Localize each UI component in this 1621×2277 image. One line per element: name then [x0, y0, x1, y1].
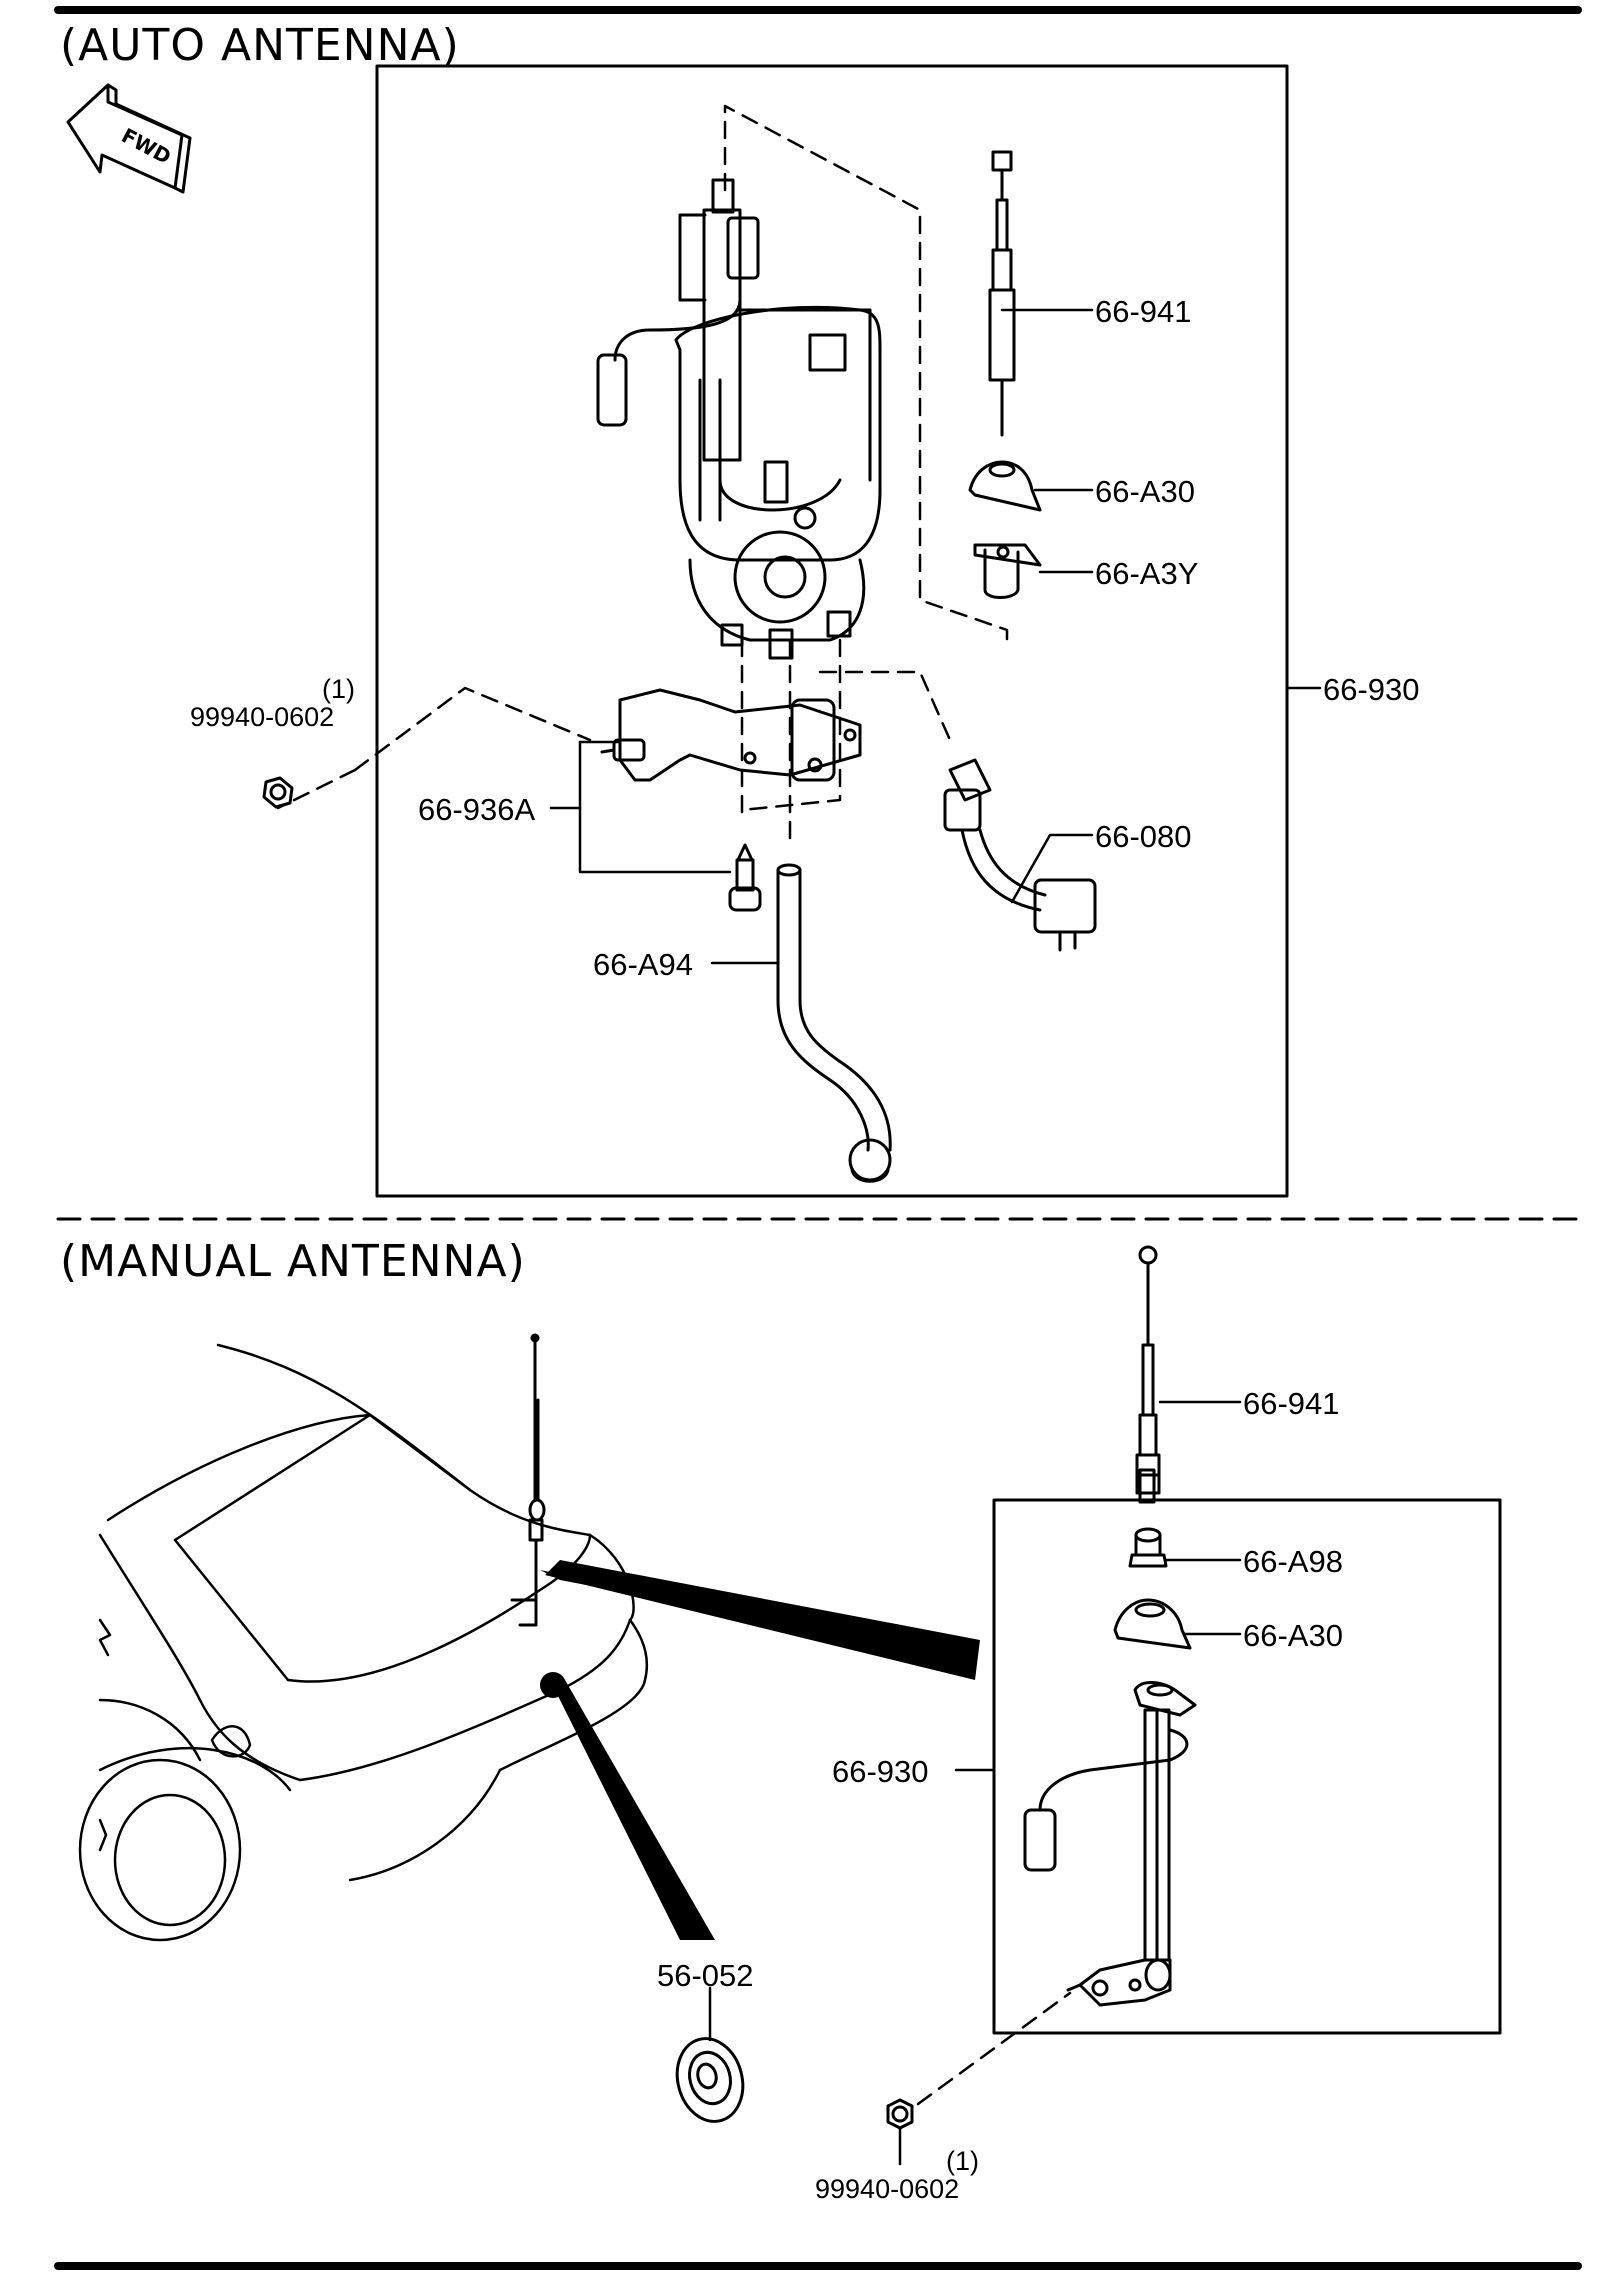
label-manual-mast[interactable]: 66-941	[1243, 1386, 1340, 1421]
auto-harness	[943, 758, 1097, 952]
manual-guide-lines	[916, 1991, 1072, 2106]
fwd-arrow-icon: FWD	[66, 83, 192, 194]
label-auto-bezel[interactable]: 66-A30	[1095, 474, 1195, 509]
auto-mast	[988, 150, 1016, 437]
auto-drain-tube	[776, 863, 892, 1183]
manual-nut	[886, 2098, 914, 2130]
label-auto-assembly[interactable]: 66-930	[1323, 672, 1420, 707]
manual-grommet	[675, 2037, 745, 2123]
auto-assembly-frame	[375, 64, 1289, 1198]
label-manual-assembly[interactable]: 66-930	[832, 1754, 929, 1789]
label-auto-nut-qty: (1)	[322, 674, 355, 704]
car-antenna	[510, 1333, 546, 1627]
label-manual-bezel[interactable]: 66-A30	[1243, 1618, 1343, 1653]
auto-bracket	[600, 688, 862, 782]
label-auto-bracket[interactable]: 66-936A	[418, 792, 536, 827]
manual-collar	[1128, 1527, 1168, 1568]
label-manual-grommet[interactable]: 56-052	[657, 1958, 754, 1993]
detail-pointers	[540, 1560, 980, 1940]
auto-screw	[728, 843, 762, 912]
auto-nut	[262, 776, 294, 809]
auto-guide-lines	[276, 104, 1009, 842]
auto-antenna-motor	[596, 178, 882, 660]
label-auto-harness[interactable]: 66-080	[1095, 819, 1192, 854]
manual-assembly-frame	[992, 1498, 1502, 2035]
manual-antenna-body	[1023, 1681, 1197, 2007]
label-auto-drain-tube[interactable]: 66-A94	[593, 947, 693, 982]
auto-leader-lines	[549, 308, 1322, 965]
label-manual-collar[interactable]: 66-A98	[1243, 1544, 1343, 1579]
manual-leader-lines	[708, 1400, 1242, 2166]
label-manual-nut-qty: (1)	[946, 2146, 979, 2176]
auto-bezel	[968, 460, 1042, 512]
auto-holder	[973, 543, 1042, 599]
manual-bezel	[1113, 1598, 1192, 1650]
auto-antenna-title: (AUTO ANTENNA)	[60, 20, 460, 71]
label-auto-nut[interactable]: 99940-0602	[190, 702, 335, 732]
manual-mast	[1135, 1245, 1161, 1504]
label-auto-mast[interactable]: 66-941	[1095, 294, 1192, 329]
manual-antenna-title: (MANUAL ANTENNA)	[60, 1236, 526, 1287]
label-manual-nut[interactable]: 99940-0602	[815, 2174, 960, 2204]
label-auto-holder[interactable]: 66-A3Y	[1095, 556, 1199, 591]
car-rear-illustration	[78, 1343, 649, 1942]
